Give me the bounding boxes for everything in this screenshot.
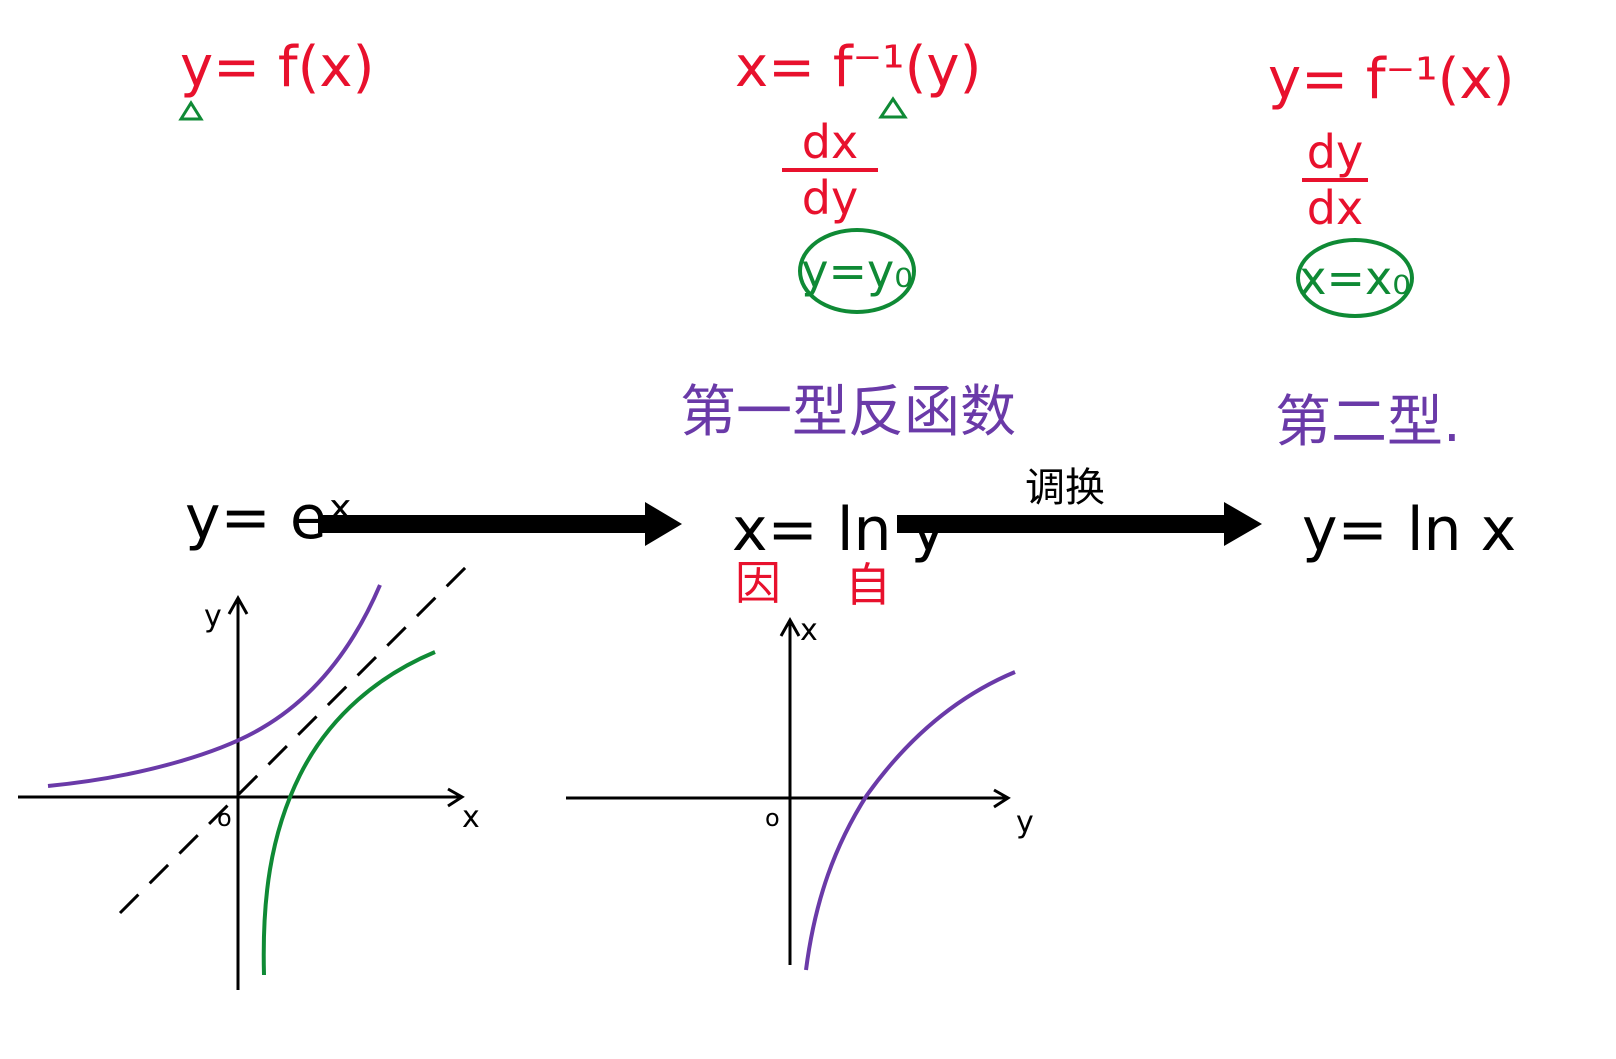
identity-line [118,559,474,915]
arrow-right-icon [318,502,682,546]
graph-exp-and-ln [18,559,474,990]
label-independent-var: 自 [845,558,891,612]
curve-ln [261,650,436,976]
eq-y-equals-f-x: y= f(x) [180,35,375,100]
eq-y-equals-f-inverse-x: y= f⁻¹(x) [1268,47,1515,112]
label-dependent-var: 因 [735,556,781,610]
eq-x-equals-f-inverse-y: x= f⁻¹(y) [735,35,982,100]
circled-text: x=x₀ [1299,251,1411,305]
eq-y-equals-ln-x: y= ln x [1302,495,1517,565]
fraction-bar [782,168,878,173]
fraction-bar [1302,178,1368,183]
x-axis-arrow-icon [447,787,465,808]
graph1-x-label: x [462,800,480,835]
label-type-one-inverse: 第一型反函数 [680,380,1016,445]
fraction-denominator: dy [801,171,859,226]
circled-y-equals-y0: y=y₀ [798,228,916,314]
graph2-x-label: y [1016,805,1034,840]
y-axis-arrow-icon [779,616,801,637]
graph1-y-label: y [204,599,222,634]
fraction-dx-dy: dx dy [782,118,878,223]
fraction-numerator: dy [1306,125,1364,179]
label-type-two: 第二型. [1275,390,1461,455]
arrow-right-icon [897,502,1262,546]
triangle-marker-icon [178,100,204,121]
circled-text: y=y₀ [801,244,913,298]
label-swap: 调换 [1025,465,1105,511]
fraction-denominator: dx [1306,181,1364,236]
fraction-dy-dx: dy dx [1302,128,1368,233]
x-axis-arrow-icon [993,788,1011,809]
graph2-origin: o [765,804,780,832]
curve-exp [47,584,382,788]
circled-x-equals-x0: x=x₀ [1296,238,1414,318]
graph2-y-label: x [800,613,818,648]
graph-x-equals-ln-y [566,616,1016,971]
triangle-marker-icon [878,96,908,119]
graph1-origin: o [217,804,232,832]
y-axis-arrow-icon [227,594,249,615]
curve-ln [804,670,1016,971]
fraction-numerator: dx [801,115,859,169]
